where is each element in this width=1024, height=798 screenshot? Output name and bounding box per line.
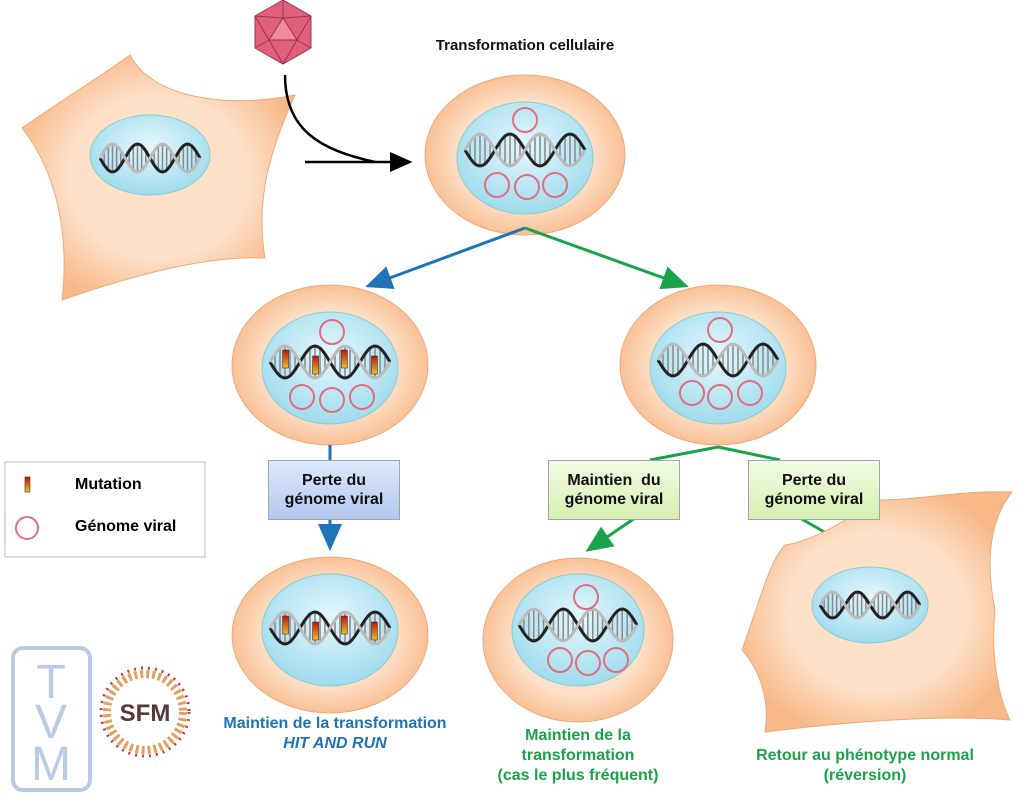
box-loss-viral-genome-green: Perte du génome viral — [748, 460, 880, 520]
viral-genome-circle — [575, 650, 601, 676]
outcome-line: Maintien de la transformation — [223, 715, 447, 732]
dna-helix-icon — [98, 142, 202, 174]
infection-arrow — [283, 74, 376, 164]
viral-genome-circle — [707, 384, 733, 410]
viral-genome-circle — [603, 647, 629, 673]
outcome-line: HIT AND RUN — [283, 735, 387, 752]
viral-genomes — [484, 107, 568, 200]
viral-genome-circle — [512, 107, 538, 133]
transformed-cell-2 — [619, 284, 817, 446]
legend — [4, 461, 206, 558]
outcome-line: transformation — [521, 747, 635, 764]
viral-genome-circle — [573, 584, 599, 610]
viral-genome-circle — [707, 317, 733, 343]
svg-text:T: T — [36, 656, 65, 709]
box-line: génome viral — [764, 491, 864, 508]
box-line: génome viral — [284, 491, 384, 508]
connector-green-left — [649, 445, 719, 462]
box-maintain-viral-genome: Maintien du génome viral — [548, 460, 680, 520]
outcome-hit-and-run: Maintien de la transformation HIT AND RU… — [195, 714, 475, 754]
hit-and-run-cell — [231, 556, 429, 714]
dna-strand — [656, 342, 780, 378]
viral-genome-icon — [15, 516, 39, 540]
box-loss-viral-genome-blue: Perte du génome viral — [268, 460, 400, 520]
normal-cell-initial — [21, 54, 296, 301]
svg-text:M: M — [31, 738, 71, 791]
mutation-mark — [282, 615, 289, 635]
mutation-icon — [24, 476, 31, 493]
dna-helix-icon — [463, 132, 587, 168]
box-line: Perte du — [301, 472, 366, 489]
sfm-logo: SFM — [99, 666, 191, 758]
box-line: Maintien du — [567, 472, 661, 489]
mutation-mark — [371, 355, 378, 375]
outcome-maintained: Maintien de la transformation (cas le pl… — [478, 726, 678, 786]
dna-strand — [268, 610, 392, 646]
dna-strand — [98, 142, 202, 174]
dna-helix-icon — [818, 590, 922, 620]
connector-green-right — [717, 445, 781, 462]
viral-genome-circle — [514, 174, 540, 200]
transformed-cell — [424, 74, 626, 236]
viral-genome-circle — [737, 380, 763, 406]
viral-genome-circle — [484, 172, 510, 198]
title: Transformation cellulaire — [435, 37, 615, 54]
dna-helix-icon — [656, 342, 780, 378]
legend-mutation-label: Mutation — [75, 476, 142, 493]
legend-viral-genome-label: Génome viral — [75, 518, 177, 535]
viral-genome-circle — [289, 384, 315, 410]
svg-text:V: V — [35, 696, 67, 749]
outcome-line: (réversion) — [823, 767, 907, 784]
mutation-mark — [312, 355, 319, 375]
box-line: Perte du — [781, 472, 846, 489]
reverted-normal-cell — [741, 491, 1013, 733]
outcome-line: Maintien de la — [525, 727, 631, 744]
mutation-mark — [371, 621, 378, 641]
mutation-mark — [312, 621, 319, 641]
dna-helix-icon — [268, 610, 392, 646]
outcome-line: Retour au phénotype normal — [756, 747, 974, 764]
dna-strand — [818, 590, 922, 620]
svg-text:SFM: SFM — [120, 700, 171, 727]
viral-genome-circle — [319, 387, 345, 413]
viral-genome-circle — [542, 172, 568, 198]
mutation-mark — [341, 349, 348, 369]
dna-helix-icon — [268, 344, 392, 380]
viral-genome-circle — [679, 380, 705, 406]
dna-strand — [268, 344, 392, 380]
viral-genome-circle — [319, 319, 345, 345]
outcome-reversion: Retour au phénotype normal (réversion) — [720, 746, 1010, 786]
dna-strand — [517, 607, 639, 643]
outcome-line: (cas le plus fréquent) — [497, 767, 659, 784]
box-line: génome viral — [564, 491, 664, 508]
viral-genomes — [289, 319, 375, 413]
mutation-mark — [341, 615, 348, 635]
viral-genomes — [547, 584, 629, 676]
maintained-transformed-cell — [482, 557, 674, 723]
viral-genome-circle — [547, 647, 573, 673]
tvm-logo: T V M — [11, 646, 92, 792]
viral-genome-circle — [349, 384, 375, 410]
arrow-green-left — [585, 516, 636, 552]
mutated-transformed-cell — [231, 284, 429, 446]
viral-genomes — [679, 317, 763, 410]
dna-helix-icon — [517, 607, 639, 643]
branch-blue — [365, 226, 526, 289]
dna-strand — [463, 132, 587, 168]
branch-green — [524, 226, 689, 290]
virus-icon — [254, 0, 312, 65]
mutation-mark — [282, 349, 289, 369]
